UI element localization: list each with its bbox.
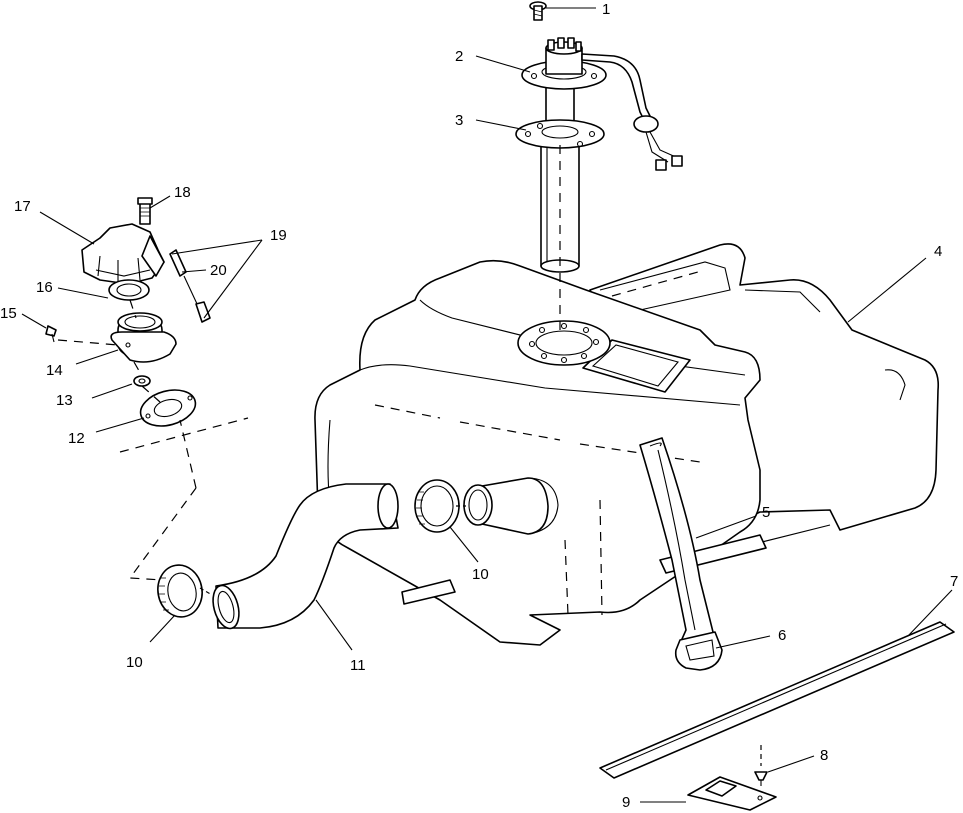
part-screw-small xyxy=(754,745,768,786)
callout-8: 8 xyxy=(820,747,828,764)
callout-16: 16 xyxy=(36,279,53,296)
callout-13: 13 xyxy=(56,392,73,409)
part-screw-top xyxy=(529,1,547,21)
part-tank-strap xyxy=(639,437,723,671)
callout-4: 4 xyxy=(934,243,942,260)
callout-10-lower: 10 xyxy=(126,654,143,671)
part-filler-hose xyxy=(212,483,399,630)
callout-3: 3 xyxy=(455,112,463,129)
callout-12: 12 xyxy=(68,430,85,447)
callout-5: 5 xyxy=(762,504,770,521)
callout-14: 14 xyxy=(46,362,63,379)
part-fuel-sender xyxy=(515,37,683,273)
callout-10-upper: 10 xyxy=(472,566,489,583)
part-mount-plate xyxy=(139,389,197,427)
part-bracket xyxy=(687,776,777,811)
callout-7: 7 xyxy=(950,573,958,590)
callout-9: 9 xyxy=(622,794,630,811)
part-strap-long xyxy=(599,621,955,779)
part-screw-15 xyxy=(45,325,57,343)
callout-2: 2 xyxy=(455,48,463,65)
callout-15: 15 xyxy=(0,305,17,322)
part-fuel-tank xyxy=(314,243,940,646)
assembly-lines xyxy=(57,145,561,596)
callout-20: 20 xyxy=(210,262,227,279)
part-tank-filler-neck xyxy=(463,477,549,535)
callout-6: 6 xyxy=(778,627,786,644)
part-hose-clamp-lower xyxy=(157,564,203,618)
callout-19: 19 xyxy=(270,227,287,244)
part-vent-fitting xyxy=(137,197,153,225)
part-filler-cap xyxy=(81,223,165,285)
part-hose-clamp-upper xyxy=(414,479,460,533)
part-cap-gasket xyxy=(108,279,150,301)
part-tether-cable xyxy=(169,249,211,323)
part-washer xyxy=(133,375,151,387)
callout-18: 18 xyxy=(174,184,191,201)
callout-17: 17 xyxy=(14,198,31,215)
part-filler-neck-body xyxy=(110,312,177,363)
callout-1: 1 xyxy=(602,1,610,18)
callout-11: 11 xyxy=(350,657,366,674)
leader-lines xyxy=(21,7,953,803)
